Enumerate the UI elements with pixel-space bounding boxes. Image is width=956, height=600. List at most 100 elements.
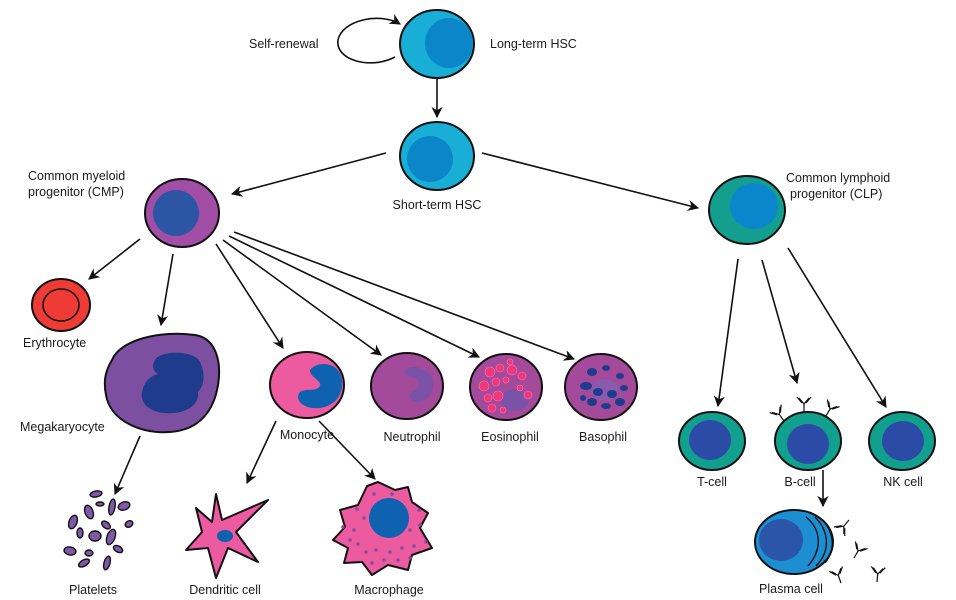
arrow-monocyte-macrophage: [318, 420, 376, 480]
label-nk-cell: NK cell: [883, 475, 923, 489]
macrophage-dots: [341, 492, 428, 565]
platelets: [63, 490, 134, 571]
label-clp-line1: Common lymphoid: [786, 171, 891, 185]
eosinophil-granule: [523, 390, 533, 400]
label-eosinophil: Eosinophil: [481, 430, 539, 444]
macrophage-granule: [355, 507, 359, 511]
platelet: [63, 546, 77, 556]
basophil-granule: [593, 388, 603, 396]
arrow-sthsc-clp: [481, 152, 700, 211]
label-plasma-cell: Plasma cell: [759, 582, 823, 596]
nk-cell: [868, 411, 936, 471]
macrophage-granule: [388, 550, 392, 554]
label-neutrophil: Neutrophil: [383, 430, 441, 444]
eosinophil-granule: [487, 403, 497, 413]
monocyte-cell: [269, 351, 345, 419]
label-cmp-line2: progenitor (CMP): [28, 185, 124, 199]
macrophage-granule: [356, 542, 360, 546]
basophil-cell: [564, 353, 638, 421]
arrow-megakaryocyte-platelets: [113, 435, 141, 496]
platelet: [108, 498, 116, 516]
antibody-icon: [847, 540, 869, 563]
label-erythrocyte: Erythrocyte: [23, 336, 87, 350]
b-cell: [769, 396, 842, 471]
platelet: [76, 527, 84, 539]
dendritic-cell: [185, 493, 269, 579]
platelet: [89, 490, 103, 498]
megakaryocyte-cell: [103, 332, 221, 434]
basophil-granules: [580, 365, 628, 409]
arrow-cmp-eosinophil: [228, 235, 481, 358]
eosinophil-granule: [506, 358, 514, 366]
macrophage-granule: [362, 516, 366, 520]
macrophage-granule: [382, 558, 386, 562]
arrow-self-renewal: [337, 14, 401, 64]
macrophage-granule: [352, 528, 356, 532]
platelet: [88, 530, 102, 542]
label-basophil: Basophil: [579, 430, 627, 444]
long-term-hsc-cell: [399, 9, 475, 79]
platelet: [102, 555, 112, 571]
neutrophil-cell: [370, 352, 444, 420]
macrophage-granule: [396, 558, 400, 562]
short-term-hsc-cell: [399, 121, 475, 191]
macrophage-granule: [370, 561, 374, 565]
eosinophil-granule: [495, 363, 505, 373]
platelet: [67, 514, 79, 530]
eosinophil-granules: [478, 358, 533, 414]
t-cell: [678, 411, 746, 471]
eosinophil-granule: [517, 371, 527, 381]
macrophage-granule: [390, 492, 394, 496]
basophil-granule: [602, 365, 610, 371]
platelet: [112, 544, 124, 554]
label-macrophage: Macrophage: [354, 583, 424, 597]
cmp-cell: [144, 178, 220, 248]
arrow-monocyte-dendritic: [246, 420, 277, 485]
basophil-granule: [587, 398, 597, 406]
platelet: [105, 528, 117, 546]
macrophage-granule: [364, 550, 368, 554]
platelet: [124, 520, 134, 528]
macrophage-granule: [400, 546, 404, 550]
macrophage-cell: [332, 481, 433, 576]
macrophage-granule: [418, 523, 422, 527]
arrows: [88, 14, 887, 508]
platelet: [117, 501, 131, 511]
macrophage-granule: [374, 548, 378, 552]
macrophage-granule: [412, 544, 416, 548]
macrophage-granule: [408, 528, 412, 532]
eosinophil-granule: [483, 393, 493, 403]
secreted-antibodies: [828, 514, 886, 586]
basophil-granule: [580, 382, 592, 390]
basophil-granule: [587, 368, 597, 376]
label-platelets: Platelets: [69, 583, 117, 597]
platelet: [84, 549, 94, 557]
label-self-renewal: Self-renewal: [249, 37, 319, 51]
macrophage-granule: [424, 540, 428, 544]
eosinophil-granule: [492, 390, 504, 402]
eosinophil-granule: [478, 380, 490, 392]
label-clp-line2: progenitor (CLP): [790, 187, 883, 201]
label-t-cell: T-cell: [697, 475, 727, 489]
arrow-cmp-monocyte: [215, 243, 284, 349]
platelet: [101, 520, 111, 530]
basophil-granule: [620, 385, 628, 391]
arrow-cmp-basophil: [233, 231, 576, 361]
arrow-cmp-megakaryocyte: [157, 253, 174, 327]
label-short-term-hsc: Short-term HSC: [392, 198, 482, 212]
basophil-granule: [607, 390, 617, 398]
arrow-clp-bcell: [761, 259, 800, 385]
macrophage-granule: [348, 538, 352, 542]
eosinophil-granule: [516, 384, 524, 392]
arrow-cmp-erythrocyte: [88, 238, 141, 280]
antibody-icon: [828, 565, 849, 586]
arrow-clp-tcell: [713, 258, 739, 408]
antibody-icon: [869, 565, 886, 584]
macrophage-granule: [372, 492, 376, 496]
arrow-cmp-neutrophil: [222, 239, 382, 356]
antibody-icon: [833, 514, 855, 537]
platelet: [95, 501, 105, 507]
basophil-granule: [616, 373, 624, 379]
platelet: [77, 558, 91, 568]
